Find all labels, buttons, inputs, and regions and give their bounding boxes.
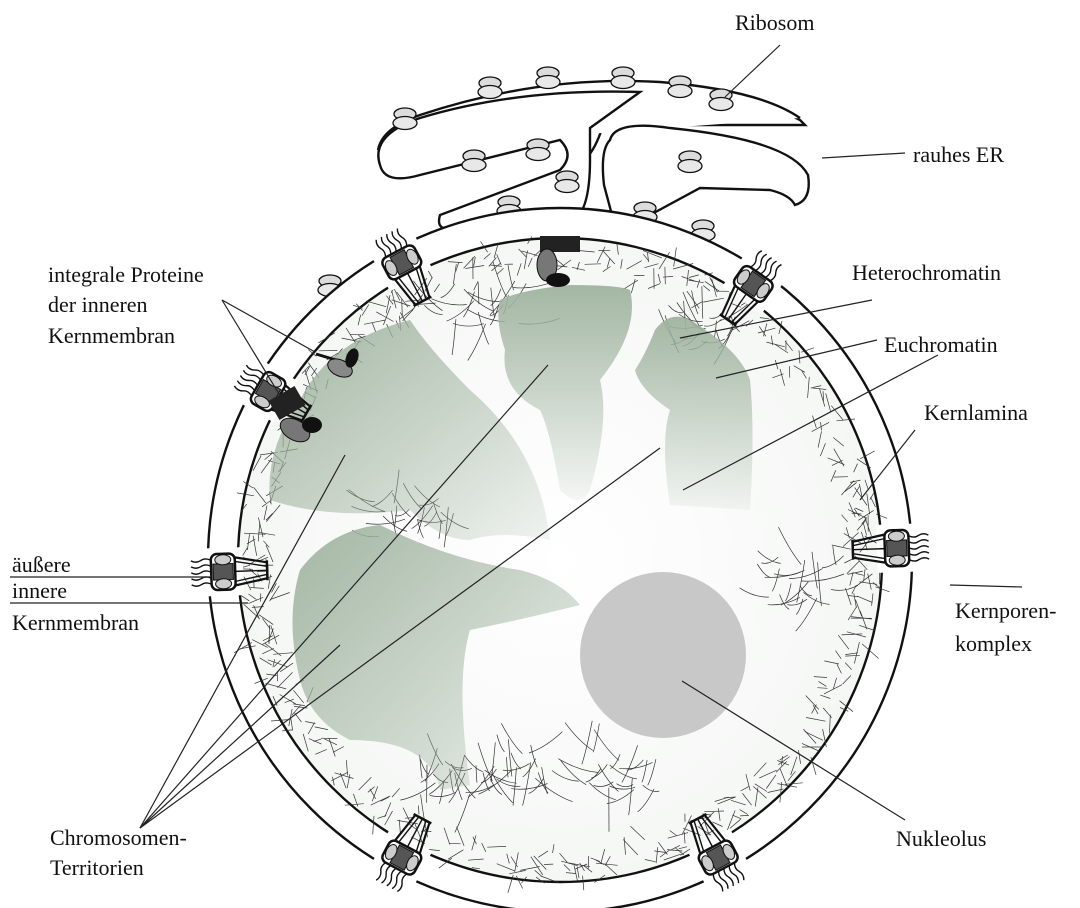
label-nukleolus: Nukleolus	[896, 826, 986, 851]
ribosome	[526, 139, 550, 161]
label-ribosom: Ribosom	[735, 10, 814, 35]
nucleolus	[580, 572, 746, 738]
ribosome	[478, 77, 502, 99]
ribosome	[393, 108, 417, 130]
lamina-fiber	[740, 815, 749, 816]
label-innere: innere	[12, 578, 67, 603]
label-integrale-3: Kernmembran	[48, 323, 175, 348]
lamina-fiber	[419, 806, 420, 815]
label-kernporen-2: komplex	[955, 631, 1032, 656]
label-heterochromatin: Heterochromatin	[852, 260, 1001, 285]
ribosome	[611, 67, 635, 89]
label-chromosomen-2: Territorien	[50, 855, 144, 880]
ribosome	[678, 151, 702, 173]
lamina-fiber	[585, 264, 601, 265]
ribosome	[536, 67, 560, 89]
label-euchromatin: Euchromatin	[884, 332, 998, 357]
label-integrale-1: integrale Proteine	[48, 262, 204, 287]
lamina-fiber	[449, 843, 460, 844]
label-kernlamina: Kernlamina	[924, 400, 1028, 425]
label-kernmembran: Kernmembran	[12, 610, 139, 635]
rough-er	[378, 81, 809, 229]
label-chromosomen-1: Chromosomen-	[50, 825, 187, 850]
ribosome	[668, 76, 692, 98]
label-aeussere: äußere	[12, 552, 71, 577]
label-integrale-2: der inneren	[48, 292, 148, 317]
ribosome	[462, 150, 486, 172]
label-kernporen-1: Kernporen-	[955, 598, 1056, 623]
label-rauhes-er: rauhes ER	[913, 142, 1004, 167]
lamina-fiber	[588, 856, 589, 869]
ribosome	[555, 171, 579, 193]
